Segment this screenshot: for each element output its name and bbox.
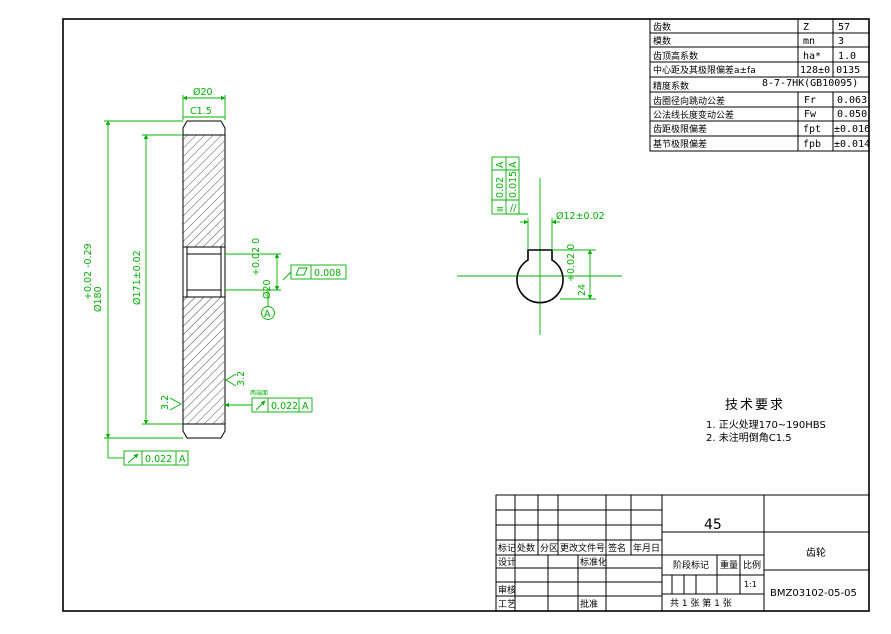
param-value-5: 0.063 [837,95,867,106]
runout-value-lower: 0.022 [145,454,172,465]
runout-value-upper: 0.022 [271,401,298,412]
label-sign: 签名 [608,542,626,554]
param-symbol-1: mn [803,36,815,47]
roughness-right: 3.2 [236,371,247,386]
param-name-5: 齿圈径向跳动公差 [653,95,725,107]
note-both-faces: 两端面 [250,389,268,397]
title-block: 45 齿轮 BMZ03102-05-05 标记 处数 分区 更改文件号 签名 年… [495,494,870,612]
label-design: 设计 [498,556,516,568]
label-ratio: 比例 [743,559,761,571]
runout-frame-lower [123,450,189,466]
roughness-icon-right [225,373,237,387]
symmetry-value: 0.02 [495,177,506,198]
symmetry-icon: ≡ [496,204,504,215]
keyway-tolerance-frame [491,156,507,215]
hatch-lower [183,297,224,424]
param-symbol-7: fpt [803,124,821,135]
param-name-1: 模数 [653,35,671,47]
flatness-value: 0.008 [314,268,341,279]
param-name-6: 公法线长度变动公差 [653,109,734,121]
tech-heading: 技术要求 [725,398,785,413]
bore-keyway-outline [516,249,564,304]
flatness-icon [295,267,308,276]
param-symbol-2: ha* [803,51,821,62]
label-stage: 阶段标记 [673,559,709,571]
param-value-1: 3 [838,36,844,47]
label-count: 处数 [517,542,535,554]
param-name-0: 齿数 [653,21,671,33]
param-value-8: ±0.014 [834,139,870,150]
dim-bore-tolerance: +0.02 0 [251,238,262,276]
roughness-icon-left [169,397,182,411]
label-doc: 更改文件号 [560,542,605,554]
datum-a-circle [261,306,275,320]
gear-parameter-table: 齿数 Z 57 模数 mn 3 齿顶高系数 ha* 1.0 中心距及其极限偏差a… [649,18,870,152]
label-process: 工艺 [498,599,516,610]
part-name: 齿轮 [806,546,826,559]
scale-value: 1:1 [744,580,757,589]
runout-datum-lower: A [179,454,186,465]
param-value-7: ±0.016 [834,124,870,135]
dim-key-width: Ø12±0.02 [556,211,605,222]
param-name-4: 精度系数 [653,80,689,92]
label-weight: 重量 [720,559,738,571]
param-symbol-6: Fw [804,109,817,120]
drawing-frame [62,18,870,612]
param-symbol-5: Fr [804,95,816,106]
label-check: 审核 [498,584,516,596]
dim-key-depth-tolerance: +0.02 0 [566,244,577,282]
param-value-4: 8-7-7HK(GB10095) [762,78,858,89]
runout-frame-upper [251,397,313,413]
param-value-2: 1.0 [838,51,856,62]
param-symbol-0: Z [803,22,809,33]
parallel-value: 0.015 [508,171,519,198]
dim-key-depth: 24 [577,284,588,296]
hatch-upper [183,135,224,247]
roughness-left: 3.2 [160,395,171,410]
runout-datum-upper: A [302,401,309,412]
dim-bore: Ø20 [262,279,273,299]
param-value-6: 0.050 [837,109,867,120]
side-view: Ø12±0.02 24 +0.02 0 ≡ // 0.02 0.015 A A [457,156,622,335]
parallel-datum: A [508,161,519,168]
flatness-frame [290,264,347,280]
material-value: 45 [704,517,722,533]
param-value-0: 57 [838,22,850,33]
dim-outer-diameter: Ø180 [93,286,104,312]
label-standardization: 标准化 [580,556,607,568]
label-approve: 批准 [580,598,598,610]
parallel-icon: // [510,203,517,214]
front-section-view: Ø20 C1.5 Ø180 +0.02 -0.29 Ø171±0.02 Ø20 … [83,87,347,466]
tech-item-1: 1. 正火处理170~190HBS [706,419,826,431]
datum-a-label: A [264,309,271,320]
tech-item-2: 2. 未注明倒角C1.5 [706,431,792,444]
runout-arrow-icon-upper [255,400,266,411]
label-date: 年月日 [633,542,660,554]
dim-outer-tolerance: +0.02 -0.29 [83,243,94,300]
drawing-number: BMZ03102-05-05 [770,588,857,599]
param-name-3: 中心距及其极限偏差a±fa [653,64,756,76]
param-name-2: 齿顶高系数 [653,50,698,62]
sheet-count: 共 1 张 第 1 张 [670,597,732,609]
param-value-3: 128±0.0135 [800,65,860,76]
dim-chamfer: C1.5 [190,106,212,117]
param-symbol-8: fpb [803,139,821,150]
dim-root-diameter: Ø171±0.02 [132,250,143,305]
param-name-7: 齿距极限偏差 [653,123,707,135]
gear-outline [182,120,226,439]
runout-arrow-icon-lower [127,453,139,464]
label-zone: 分区 [540,543,558,554]
technical-requirements: 技术要求 1. 正火处理170~190HBS 2. 未注明倒角C1.5 [706,398,826,444]
param-name-8: 基节极限偏差 [653,138,707,150]
label-mark: 标记 [498,542,516,554]
dim-width-top: Ø20 [193,87,213,98]
symmetry-datum: A [495,161,506,168]
